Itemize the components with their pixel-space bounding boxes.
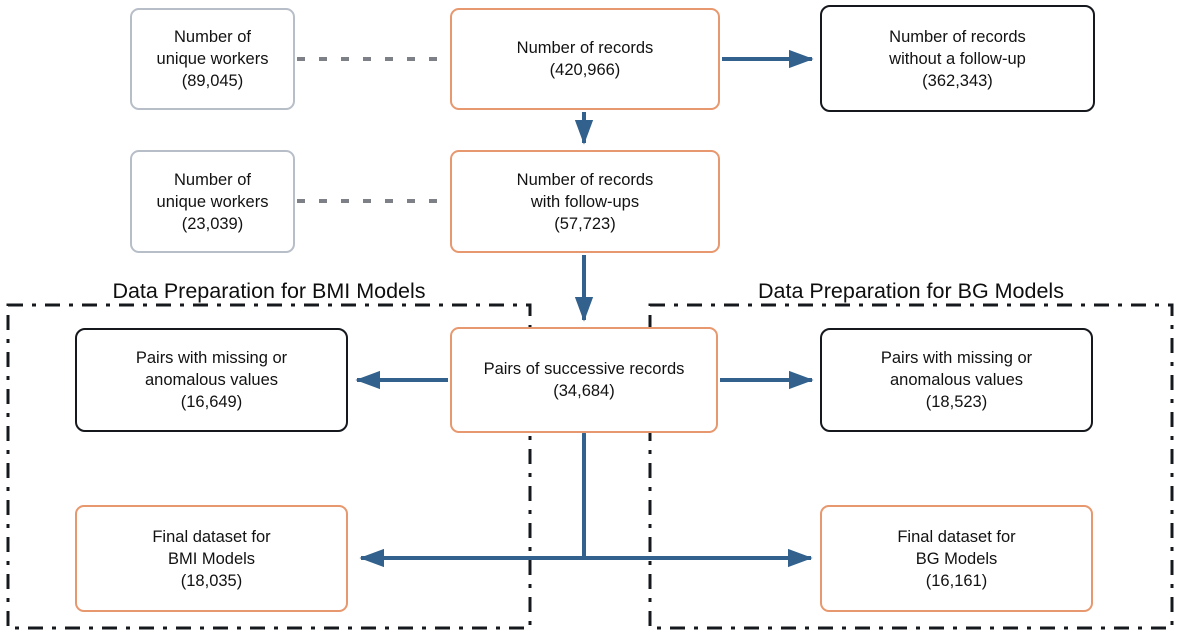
bg-section-label: Data Preparation for BG Models <box>758 279 1064 303</box>
node-text-line: Number of <box>173 170 252 189</box>
node-text-line: Number of records <box>889 27 1026 46</box>
node-text-line: without a follow-up <box>889 49 1026 68</box>
node-text-line: Number of <box>173 28 252 46</box>
node-text-line: (89,045) <box>181 72 244 90</box>
node-text-line: unique workers <box>156 192 269 211</box>
node-text-line: with follow-ups <box>530 192 640 211</box>
node-unique-workers-followup: Number of unique workers (23,039) <box>130 150 295 253</box>
node-final-bg: Final dataset for BG Models (16,161) <box>820 505 1093 612</box>
bmi-section-border <box>6 303 532 630</box>
node-final-bmi: Final dataset for BMI Models (18,035) <box>75 505 348 612</box>
node-text-line: BG Models <box>915 549 998 568</box>
node-text-line: anomalous values <box>145 371 278 389</box>
node-records-total: Number of records (420,966) <box>450 8 720 110</box>
node-text-line: Final dataset for <box>152 527 271 546</box>
node-text-line: (57,723) <box>554 214 616 233</box>
node-text-line: (34,684) <box>553 382 615 400</box>
node-text-line: Number of records <box>516 170 654 189</box>
node-text-line: (16,161) <box>925 571 988 590</box>
node-records-no-followup: Number of records without a follow-up (3… <box>820 5 1095 112</box>
node-text-line: Pairs with missing or <box>880 349 1033 367</box>
node-pairs-successive: Pairs of successive records (34,684) <box>450 327 718 433</box>
node-text-line: unique workers <box>156 50 269 68</box>
node-text-line: Number of records <box>516 39 654 57</box>
node-text-line: (23,039) <box>181 214 244 233</box>
node-records-with-followups: Number of records with follow-ups (57,72… <box>450 150 720 253</box>
node-text-line: Pairs of successive records <box>483 360 685 378</box>
node-text-line: (16,649) <box>180 393 243 411</box>
node-text-line: (18,035) <box>180 571 243 590</box>
bg-section-border <box>648 303 1174 630</box>
node-text-line: (18,523) <box>925 393 988 411</box>
node-text-line: anomalous values <box>890 371 1023 389</box>
node-text-line: Final dataset for <box>897 527 1016 546</box>
node-text-line: BMI Models <box>167 549 256 568</box>
node-text-line: Pairs with missing or <box>135 349 288 367</box>
node-unique-workers-top: Number of unique workers (89,045) <box>130 8 295 110</box>
node-pairs-missing-bg: Pairs with missing or anomalous values (… <box>820 328 1093 432</box>
bmi-section-label: Data Preparation for BMI Models <box>112 279 426 303</box>
node-pairs-missing-bmi: Pairs with missing or anomalous values (… <box>75 328 348 432</box>
node-text-line: (362,343) <box>922 71 993 90</box>
node-text-line: (420,966) <box>549 61 621 79</box>
